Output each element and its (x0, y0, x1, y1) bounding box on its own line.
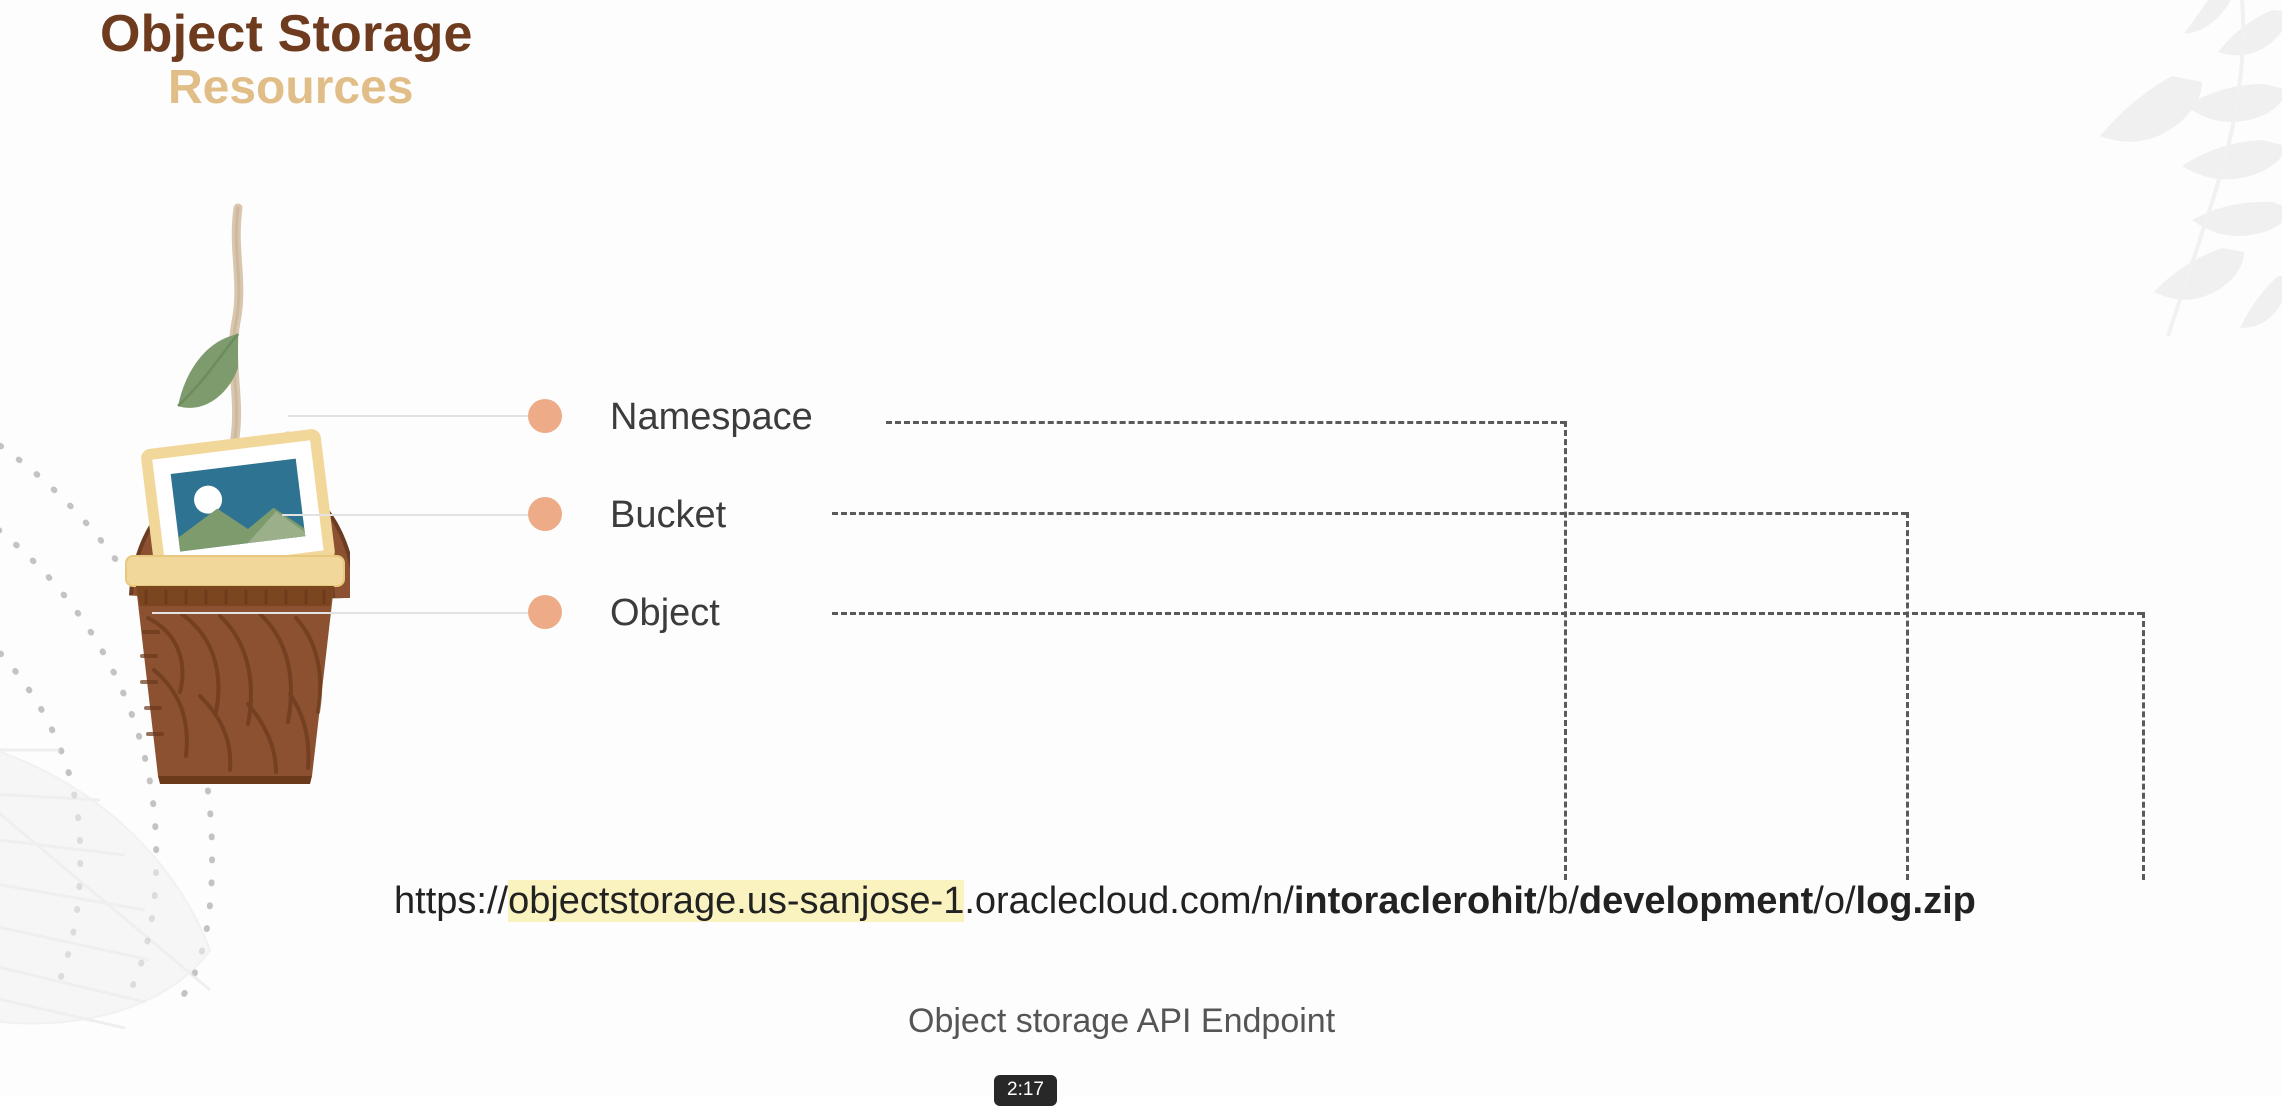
node-label-bucket: Bucket (610, 494, 727, 536)
diagram-caption: Object storage API Endpoint (908, 1002, 1336, 1040)
url-scheme: https:// (394, 880, 509, 922)
connector-bucket-horizontal (832, 512, 1907, 515)
url-bucket-value: development (1578, 880, 1814, 922)
url-bucket-path: /b/ (1536, 880, 1579, 922)
video-scrubber-timestamp[interactable]: 2:17 (994, 1075, 1057, 1106)
object-storage-url: https://objectstorage.us-sanjose-1.oracl… (394, 878, 2184, 924)
connector-namespace-horizontal (886, 421, 1566, 424)
node-label-object: Object (610, 592, 720, 634)
connector-object-horizontal (832, 612, 2143, 615)
node-dot-object (528, 595, 562, 629)
connector-namespace-vertical (1564, 421, 1567, 880)
url-namespace-value: intoraclerohit (1293, 880, 1537, 922)
page-subtitle: Resources (168, 61, 414, 115)
leader-line-namespace (288, 415, 528, 417)
url-namespace-path: /n/ (1251, 880, 1294, 922)
connector-object-vertical (2142, 612, 2145, 880)
node-dot-bucket (528, 497, 562, 531)
slide-title-block: Object Storage Resources (100, 6, 473, 115)
page-title: Object Storage (100, 5, 473, 63)
basket-with-photo-illustration (125, 203, 350, 784)
url-object-path: /o/ (1813, 880, 1856, 922)
url-region-host: objectstorage.us-sanjose-1 (508, 880, 965, 922)
url-object-value: log.zip (1855, 880, 1976, 922)
node-label-namespace: Namespace (610, 396, 813, 438)
connector-bucket-vertical (1906, 512, 1909, 880)
url-domain: .oraclecloud.com (964, 880, 1252, 922)
leader-line-object (152, 612, 528, 614)
leader-line-bucket (282, 514, 528, 516)
leaf-branch-decoration (2100, 0, 2282, 337)
node-dot-namespace (528, 399, 562, 433)
